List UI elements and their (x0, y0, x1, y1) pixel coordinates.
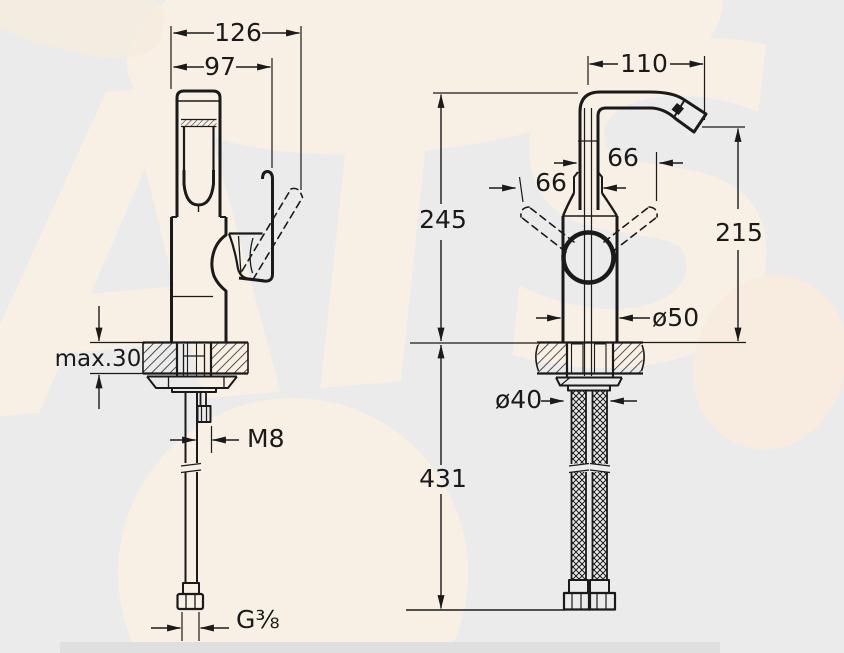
m8-stud-end (196, 405, 212, 423)
spout-height-dimension-215 (643, 126, 746, 344)
deck-thickness-dimension (90, 306, 147, 409)
hose-nut-right (587, 591, 617, 611)
handle-clearance-dimensions (489, 152, 683, 203)
m8-dimension (170, 426, 239, 453)
dim-label-d40: ø40 (495, 385, 542, 414)
side-view: 110 (406, 49, 763, 611)
front-view: 126 97 (55, 18, 304, 641)
handle-ball (561, 230, 616, 285)
handle-swing-left-dashed (520, 206, 575, 253)
deck-cross-section-side (410, 341, 645, 377)
spout-side (578, 90, 708, 376)
dim-label-66-left: 66 (535, 168, 567, 197)
front-dimension-lines-top (170, 26, 302, 190)
dim-label-g38: G⅜ (236, 605, 280, 634)
dim-label-overall-depth: 126 (214, 18, 262, 47)
body-side (520, 171, 658, 342)
shank-and-washer-front (146, 342, 238, 393)
aerator-band (181, 119, 217, 127)
spout-joint (671, 103, 684, 115)
dim-label-66-right: 66 (607, 143, 639, 172)
dim-label-431: 431 (419, 464, 467, 493)
dim-label-245: 245 (419, 205, 467, 234)
supply-pipe-front (176, 392, 212, 611)
washer-side (555, 376, 623, 392)
deck-cross-section-front (142, 341, 249, 375)
g38-dimension (151, 612, 229, 641)
handle-front (227, 170, 304, 283)
height-dimension-245 (433, 92, 578, 342)
hose-nut-left (562, 591, 592, 611)
hose-length-dimension-431 (406, 344, 565, 611)
handle-swing-right-dashed (603, 206, 658, 253)
spout-reach-dimension (587, 56, 706, 120)
dim-label-215: 215 (715, 218, 763, 247)
spout-head-front (175, 89, 222, 217)
dim-label-110: 110 (620, 49, 668, 78)
handle-raised-dashed (241, 187, 304, 281)
dim-label-d50: ø50 (652, 303, 699, 332)
connection-nut-front (176, 592, 205, 611)
dim-label-max-deck: max.30 (55, 346, 142, 372)
dim-label-m8: M8 (247, 424, 284, 453)
flexible-hoses (562, 390, 617, 611)
dim-label-spout-depth: 97 (204, 52, 236, 81)
hose-collar-front (182, 582, 200, 595)
faucet-body-front (170, 216, 228, 342)
